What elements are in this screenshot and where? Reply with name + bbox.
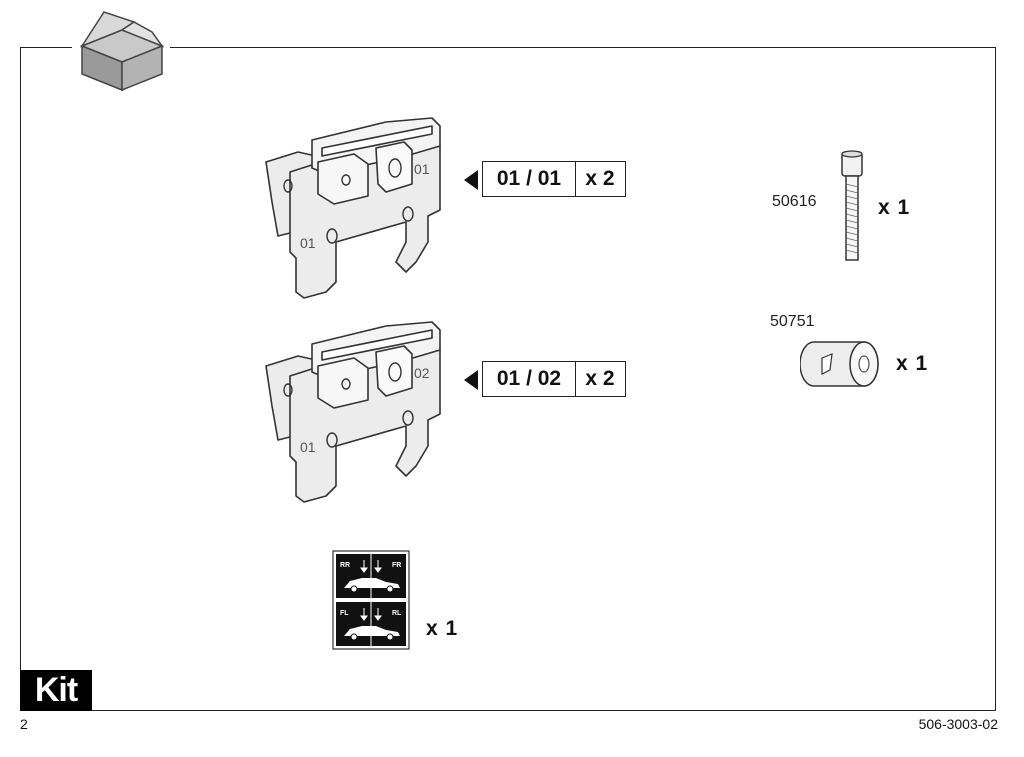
tag-pointer-arrow-icon	[464, 370, 478, 390]
car-icon	[344, 626, 400, 641]
tag-code: 01 / 01	[483, 162, 576, 196]
bracket-stamp-upper: 02	[414, 365, 430, 381]
sticker-qty: x 1	[426, 617, 459, 640]
car-icon	[344, 578, 400, 593]
tag-pointer-arrow-icon	[464, 170, 478, 190]
sticker-label-rr: RR	[340, 562, 350, 569]
sticker-label-rl: RL	[392, 610, 402, 617]
part-tag-01-01: 01 / 01 x 2	[482, 161, 626, 197]
bracket-stamp-lower: 01	[300, 439, 316, 455]
document-number: 506-3003-02	[918, 716, 998, 732]
open-box-icon	[79, 11, 165, 92]
sleeve-qty: x 1	[896, 352, 929, 375]
tag-qty: x 2	[585, 367, 615, 390]
section-label: Kit	[20, 670, 92, 711]
page-frame	[20, 47, 996, 711]
sleeve-part-number: 50751	[770, 313, 815, 330]
bracket-stamp-upper: 01	[414, 161, 430, 177]
bolt-icon	[841, 150, 863, 261]
page-number: 2	[20, 716, 28, 732]
bracket-stamp-lower: 01	[300, 235, 316, 251]
bolt-qty: x 1	[878, 196, 911, 219]
cross-nut-sleeve-icon	[800, 341, 879, 387]
sticker-label-fl: FL	[340, 610, 349, 617]
tag-code: 01 / 02	[483, 362, 576, 396]
tag-qty: x 2	[585, 167, 615, 190]
part-tag-01-02: 01 / 02 x 2	[482, 361, 626, 397]
bracket-01-01-drawing: 01 01	[265, 117, 441, 299]
position-sticker: RR FR FL RL	[332, 550, 410, 650]
bolt-part-number: 50616	[772, 193, 817, 210]
sticker-label-fr: FR	[392, 562, 401, 569]
bracket-01-02-drawing: 02 01	[265, 321, 441, 503]
